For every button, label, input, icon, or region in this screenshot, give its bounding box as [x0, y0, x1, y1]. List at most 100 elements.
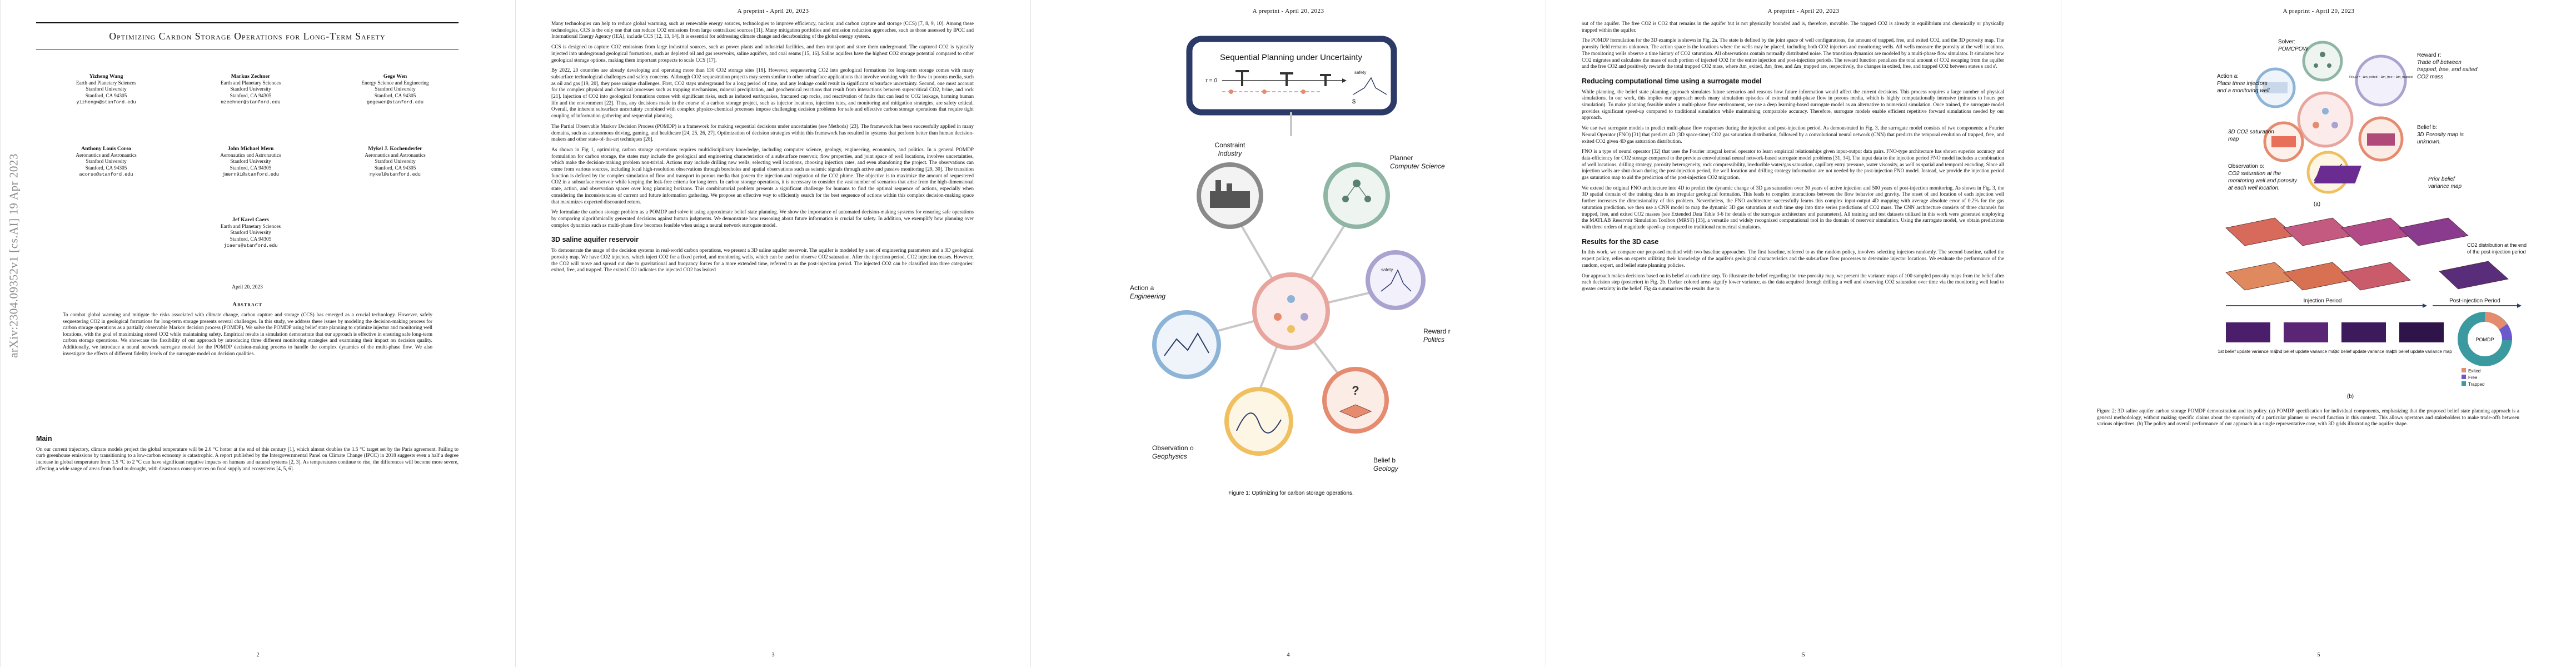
dollar-label: $ [1352, 98, 1356, 105]
observation-sublabel: CO2 saturation at the [2228, 171, 2281, 177]
action-label: Action a: [2217, 73, 2239, 79]
variance-label: 2nd belief update variance map [2275, 349, 2337, 354]
body-column: out of the aquifer. The free CO2 is CO2 … [1582, 21, 2004, 297]
saturation-map [2271, 136, 2296, 147]
belief-particle [1229, 89, 1233, 94]
paragraph: In this work, we compare our proposed me… [1582, 250, 2004, 268]
reward-sublabel: CO2 mass [2417, 74, 2443, 80]
variance-label: 3rd belief update variance map [2333, 349, 2394, 354]
paragraph: The Partial Observable Markov Decision P… [551, 123, 974, 143]
tree-edge [1345, 183, 1357, 200]
arrowhead [2423, 303, 2427, 308]
paragraph: On our current trajectory, climate model… [36, 446, 459, 472]
variance-map-3 [2341, 322, 2386, 342]
page-1: arXiv:2304.09352v1 [cs.AI] 19 Apr 2023 O… [0, 0, 515, 667]
panel-a-label: (a) [2314, 201, 2320, 207]
center-dot [2322, 108, 2329, 115]
running-header: A preprint - April 20, 2023 [1252, 8, 1324, 14]
planner-label: Planner [1390, 154, 1413, 162]
paragraph: out of the aquifer. The free CO2 is CO2 … [1582, 21, 2004, 33]
center-dot [1287, 295, 1295, 303]
page-number: 3 [771, 652, 775, 658]
belief-sublabel: Geology [1373, 465, 1399, 472]
legend-swatch [2462, 368, 2466, 372]
paragraph: We formulate the carbon storage problem … [551, 210, 974, 228]
running-header: A preprint - April 20, 2023 [737, 8, 809, 14]
solver-node [2302, 41, 2343, 82]
observation-curve [1236, 412, 1282, 434]
reward-sublabel: trapped, free, and exited [2417, 67, 2478, 73]
abstract-text: To combat global warming and mitigate th… [63, 312, 432, 357]
paragraph: As shown in Fig 1, optimizing carbon sto… [551, 147, 974, 205]
aquifer-3d-grid [2399, 217, 2469, 246]
page-2: A preprint - April 20, 2023 Many technol… [515, 0, 1030, 667]
legend-swatch [2462, 375, 2466, 379]
reward-label: Reward r [1423, 327, 1451, 335]
paragraph: By 2022, 20 countries are already develo… [551, 68, 974, 120]
timeline-arrowhead [1342, 78, 1347, 83]
donut-label: POMDP [2475, 337, 2494, 342]
section-heading: Results for the 3D case [1582, 237, 1659, 246]
variance-map-2 [2284, 322, 2328, 342]
panel-b-label: (b) [2347, 394, 2354, 400]
figure-2: Solver: POMCPOW R(s,a) = −Δm_exited − Δm… [2217, 39, 2527, 400]
paper-date: April 20, 2023 [232, 285, 263, 290]
belief-label: Belief b [1373, 456, 1396, 464]
prior-variance-map [2314, 166, 2362, 183]
reward-curve [1381, 269, 1412, 292]
reward-node [1366, 250, 1426, 310]
aquifer-3d-grid [2341, 262, 2411, 291]
center-node [1252, 272, 1330, 350]
page-3: A preprint - April 20, 2023 Sequential P… [1030, 0, 1546, 667]
prior-sublabel: variance map [2428, 183, 2462, 190]
main-section: Main On our current trajectory, climate … [36, 428, 459, 477]
figure-1: Sequential Planning under Uncertainty τ … [1130, 36, 1451, 496]
safety-curve [1353, 77, 1387, 95]
page-number: 2 [256, 652, 260, 658]
paragraph: We use two surrogate models to predict m… [1582, 126, 2004, 145]
aquifer-3d-grid [2225, 262, 2295, 291]
arrowhead [2517, 303, 2522, 308]
planning-banner [1186, 36, 1397, 116]
belief-particle [1262, 89, 1267, 94]
aquifer-3d-grid [2439, 261, 2509, 290]
page-number: 4 [1287, 652, 1290, 658]
reward-node [2355, 54, 2407, 107]
center-dot [1274, 313, 1282, 321]
center-dot [1287, 325, 1295, 333]
action-sublabel: Place three injectors [2217, 81, 2268, 87]
legend-label: Free [2468, 375, 2478, 380]
donut-slice-free [2499, 323, 2512, 341]
caption-text: Figure 2: 3D saline aquifer carbon stora… [2097, 409, 2519, 427]
saturation-sublabel: map [2228, 136, 2239, 142]
donut-slice-exited [2484, 312, 2508, 330]
figure-title: Sequential Planning under Uncertainty [1220, 53, 1363, 62]
arxiv-stamp: arXiv:2304.09352v1 [cs.AI] 19 Apr 2023 [7, 153, 21, 358]
action-curve [1164, 332, 1209, 356]
factory-chimney [1215, 180, 1221, 192]
observation-sublabel: Geophysics [1152, 452, 1187, 460]
saturation-label: 3D CO2 saturation [2228, 129, 2274, 135]
section-heading: 3D saline aquifer reservoir [551, 236, 639, 244]
question-mark: ? [1352, 384, 1359, 397]
tree-edge [1356, 183, 1368, 200]
injection-period-label: Injection Period [2304, 298, 2342, 304]
solver-sublabel: POMCPOW [2278, 46, 2309, 52]
prior-label: Prior belief [2428, 176, 2455, 182]
reward-sublabel: Trade off between [2417, 59, 2462, 66]
constraint-label: Constraint [1215, 141, 1245, 149]
section-heading: Reducing computational time using a surr… [1582, 77, 1762, 85]
action-node [1152, 310, 1221, 379]
observation-label: Observation o [1152, 444, 1194, 452]
running-header: A preprint - April 20, 2023 [2283, 8, 2355, 14]
center-dot [2313, 122, 2319, 128]
paragraph: CCS is designed to capture CO2 emissions… [551, 44, 974, 63]
reward-formula: R(s,a) = −Δm_exited − Δm_free + Δm_trapp… [2349, 76, 2413, 79]
planner-sublabel: Computer Science [1390, 162, 1445, 170]
running-header: A preprint - April 20, 2023 [1767, 8, 1840, 14]
